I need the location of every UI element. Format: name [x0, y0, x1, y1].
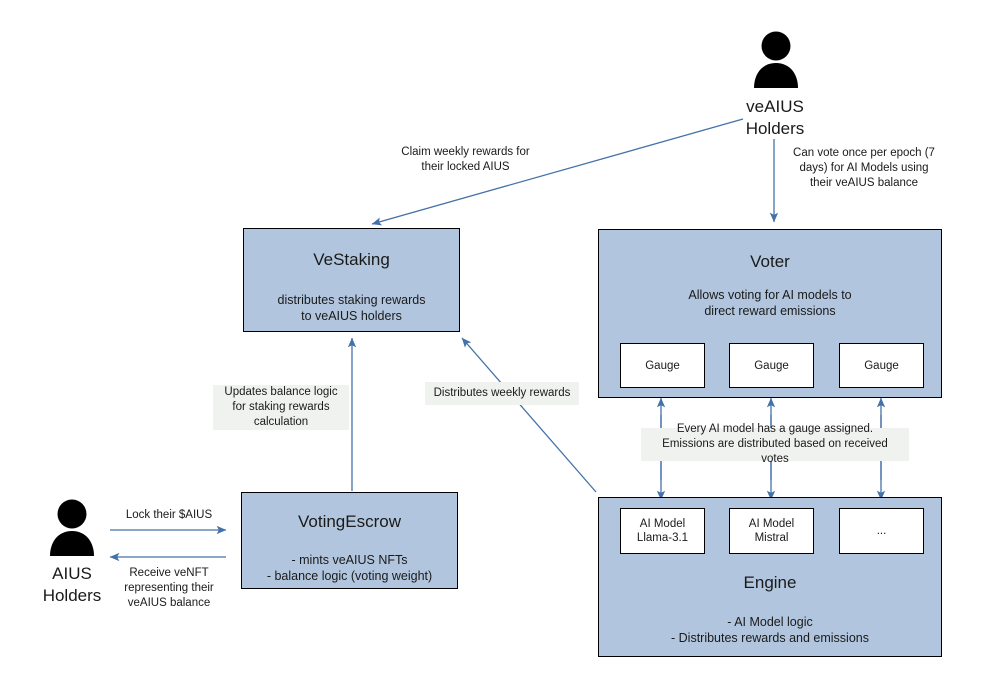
- edge-label-gauge-assignment: Every AI model has a gauge assigned. Emi…: [641, 423, 909, 465]
- engine-sub-line2: - Distributes rewards and emissions: [671, 631, 869, 645]
- vestaking-sub-line1: distributes staking rewards: [277, 293, 426, 307]
- gauge-box-1[interactable]: Gauge: [620, 343, 705, 388]
- gauge-1-label: Gauge: [645, 359, 680, 372]
- votingescrow-sub-line2: - balance logic (voting weight): [266, 569, 433, 583]
- actor-label-line2: Holders: [42, 586, 102, 605]
- claim-rewards-line1: Claim weekly rewards for: [401, 146, 530, 158]
- gauge-note-line2: Emissions are distributed based on recei…: [662, 438, 888, 465]
- gauge-box-3[interactable]: Gauge: [839, 343, 924, 388]
- vote-epoch-line1: Can vote once per epoch (7: [793, 147, 935, 159]
- distributes-weekly-text: Distributes weekly rewards: [433, 387, 571, 399]
- node-vestaking[interactable]: VeStaking distributes staking rewards to…: [243, 228, 460, 332]
- edge-label-claim-rewards: Claim weekly rewards for their locked AI…: [383, 145, 548, 175]
- vote-epoch-line3: their veAIUS balance: [809, 177, 919, 189]
- ai-model-box-3[interactable]: ...: [839, 508, 924, 554]
- updates-balance-line1: Updates balance logic: [224, 386, 338, 398]
- person-icon: [50, 499, 94, 556]
- vestaking-title: VeStaking: [313, 250, 390, 269]
- votingescrow-title: VotingEscrow: [298, 512, 401, 531]
- ai-model-1-line2: Llama-3.1: [636, 532, 689, 544]
- receive-venft-line2: representing their: [124, 582, 214, 594]
- gauge-note-line1: Every AI model has a gauge assigned.: [676, 423, 874, 435]
- ai-model-box-2[interactable]: AI Model Mistral: [729, 508, 814, 554]
- edge-label-receive-venft: Receive veNFT representing their veAIUS …: [110, 566, 228, 611]
- engine-title: Engine: [743, 573, 797, 592]
- voter-title: Voter: [750, 252, 790, 271]
- gauge-3-label: Gauge: [864, 359, 899, 372]
- updates-balance-line3: calculation: [253, 416, 309, 428]
- node-votingescrow[interactable]: VotingEscrow - mints veAIUS NFTs - balan…: [241, 492, 458, 589]
- voter-sub-line2: direct reward emissions: [704, 304, 836, 318]
- person-icon: [754, 31, 798, 88]
- actor-label-aius-holders: AIUS Holders: [0, 563, 147, 607]
- votingescrow-sub-line1: - mints veAIUS NFTs: [291, 553, 408, 567]
- receive-venft-line3: veAIUS balance: [127, 597, 211, 609]
- gauge-2-label: Gauge: [754, 359, 789, 372]
- vote-epoch-line2: days) for AI Models using: [799, 162, 929, 174]
- actor-label-line1: veAIUS: [746, 97, 804, 116]
- engine-sub-line1: - AI Model logic: [727, 615, 813, 629]
- actor-label-veaius-holders: veAIUS Holders: [700, 96, 850, 140]
- edge-label-updates-balance: Updates balance logic for staking reward…: [213, 385, 349, 430]
- updates-balance-line2: for staking rewards: [232, 401, 330, 413]
- ai-model-1-line1: AI Model: [639, 518, 686, 530]
- engine-subtitle: - AI Model logic - Distributes rewards a…: [671, 614, 869, 646]
- vestaking-sub-line2: to veAIUS holders: [301, 309, 402, 323]
- actor-label-line1: AIUS: [52, 564, 92, 583]
- edge-distributes-weekly: [461, 337, 597, 493]
- voter-sub-line1: Allows voting for AI models to: [688, 288, 852, 302]
- edge-label-vote-epoch: Can vote once per epoch (7 days) for AI …: [784, 146, 944, 191]
- edge-label-distributes-weekly: Distributes weekly rewards: [425, 382, 579, 405]
- voter-subtitle: Allows voting for AI models to direct re…: [688, 287, 851, 319]
- lock-aius-text: Lock their $AIUS: [125, 509, 213, 521]
- receive-venft-line1: Receive veNFT: [129, 567, 209, 579]
- ai-model-2-line2: Mistral: [754, 532, 789, 544]
- actor-label-line2: Holders: [745, 119, 805, 138]
- ai-model-box-1[interactable]: AI Model Llama-3.1: [620, 508, 705, 554]
- gauge-box-2[interactable]: Gauge: [729, 343, 814, 388]
- edge-label-lock-aius: Lock their $AIUS: [110, 508, 228, 523]
- votingescrow-subtitle: - mints veAIUS NFTs - balance logic (vot…: [267, 552, 432, 584]
- ai-model-2-line1: AI Model: [748, 518, 795, 530]
- vestaking-subtitle: distributes staking rewards to veAIUS ho…: [278, 292, 426, 324]
- claim-rewards-line2: their locked AIUS: [421, 161, 510, 173]
- ai-model-3-line1: ...: [876, 525, 887, 537]
